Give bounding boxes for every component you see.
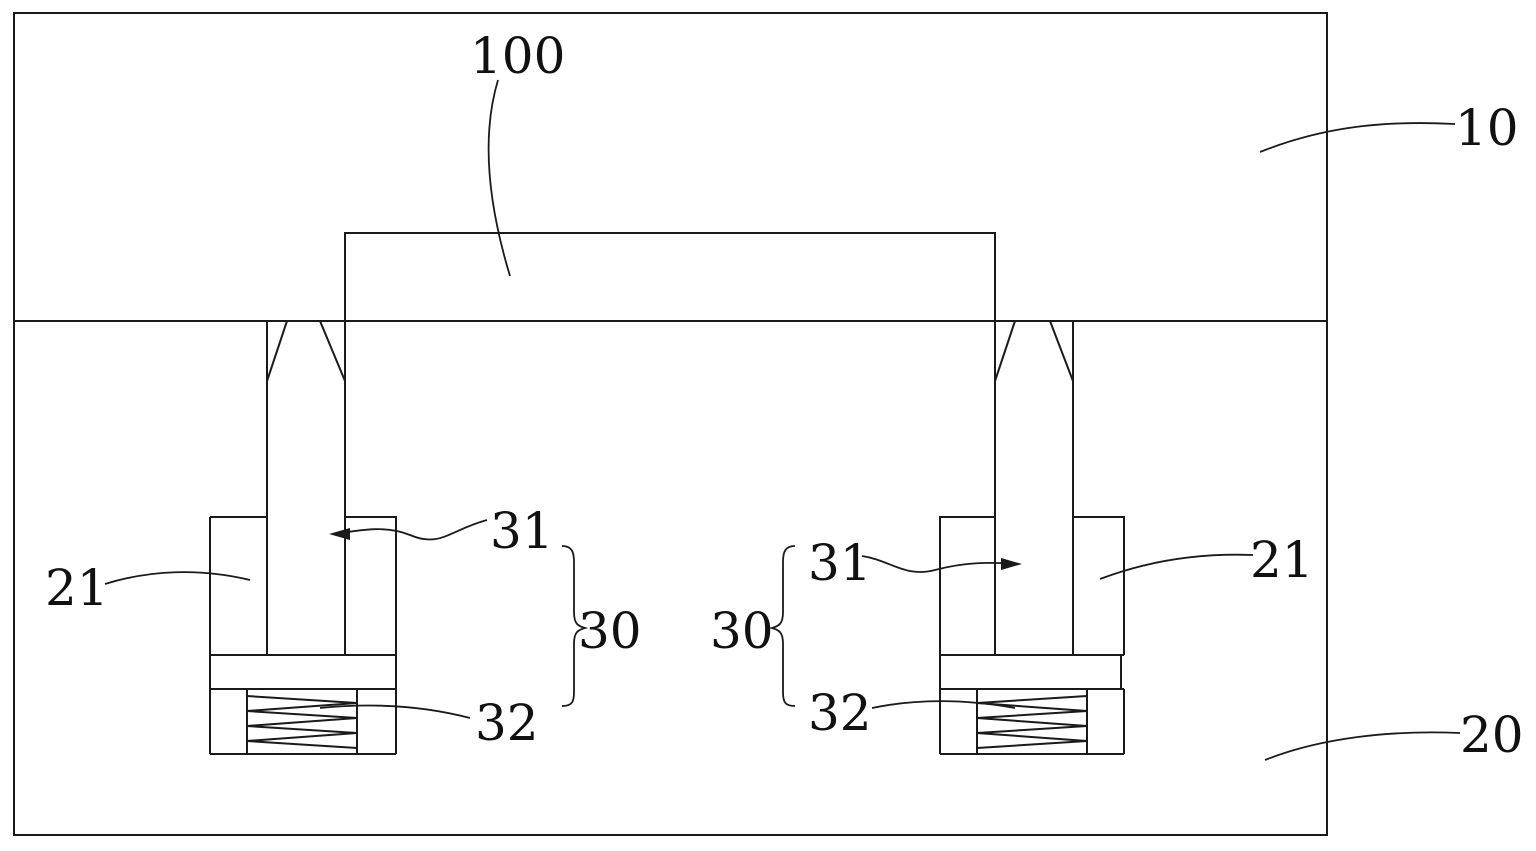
label-left-32: 32 [475, 694, 539, 752]
label-right-30: 30 [710, 602, 774, 660]
outer-frame [13, 12, 1328, 836]
right-spring [976, 688, 1088, 755]
label-right-32: 32 [808, 684, 872, 742]
leader-100 [487, 79, 511, 277]
arrowhead-left-31 [329, 528, 350, 540]
leader-left-31 [334, 519, 488, 541]
leader-right-21 [1099, 553, 1254, 580]
label-left-31: 31 [490, 502, 554, 560]
label-10: 10 [1455, 99, 1519, 157]
right-housing [939, 516, 1125, 755]
label-right-31: 31 [808, 534, 872, 592]
label-right-21: 21 [1250, 531, 1314, 589]
label-left-30: 30 [578, 602, 642, 660]
leader-left-21 [104, 571, 251, 585]
brace-right-30 [768, 545, 796, 707]
leader-left-32 [319, 704, 471, 719]
leader-10 [1259, 122, 1456, 153]
left-latch [266, 320, 346, 517]
part-100-outline [344, 232, 996, 321]
left-housing [209, 516, 397, 755]
arrowhead-right-31 [1001, 558, 1022, 570]
leader-right-31 [861, 555, 1016, 573]
brace-left-30 [561, 545, 589, 707]
leader-20 [1264, 731, 1461, 761]
label-left-21: 21 [45, 559, 109, 617]
leader-right-32 [871, 700, 1016, 709]
left-spring [246, 688, 358, 755]
label-20: 20 [1460, 706, 1524, 764]
label-100: 100 [470, 27, 565, 85]
right-latch [994, 320, 1074, 517]
